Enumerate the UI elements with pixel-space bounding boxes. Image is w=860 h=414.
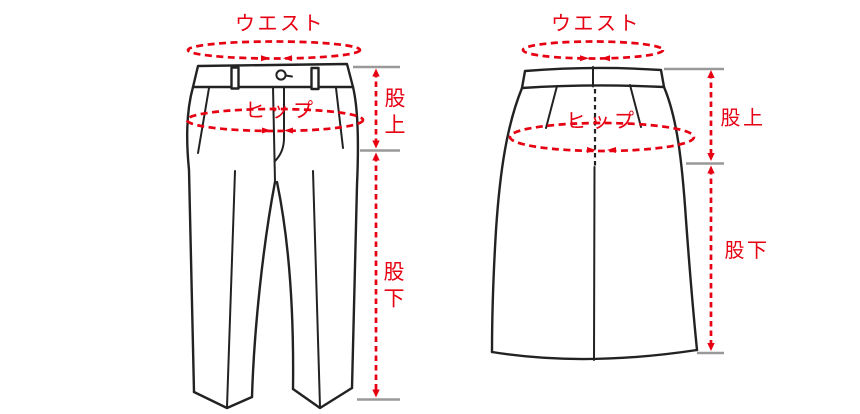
skirt-measure-marks — [508, 40, 724, 355]
skirt-rise-arrow-up-icon — [707, 70, 715, 78]
skirt-waist-label: ウエスト — [551, 13, 641, 35]
pants-hip-arrow-right-icon — [284, 127, 293, 134]
skirt-hip-arrow-left-icon — [587, 147, 596, 153]
pants-waist-measure-ellipse — [186, 40, 362, 60]
pants-rise-arrow-down-icon — [372, 140, 380, 149]
skirt-hip-measure-ellipse — [508, 121, 696, 153]
pants-side-seam-left — [185, 85, 196, 394]
pants-crease-left — [226, 170, 236, 408]
skirt-hip-arrow-right-icon — [607, 147, 616, 153]
skirt-dart-left — [545, 85, 558, 129]
skirt-rise-arrow-down-icon — [707, 153, 715, 161]
pants-inseam-right — [275, 180, 295, 391]
skirt-inseam-arrow-up-icon — [707, 165, 715, 174]
skirt-rise-label: 股上 — [721, 107, 766, 130]
pants-hem-right — [291, 386, 354, 410]
skirt-dart-right — [629, 84, 642, 128]
pants-outline — [185, 62, 360, 410]
skirt-labels: ウエスト ヒップ 股上 股下 — [551, 13, 770, 262]
pants-center-front-seam — [272, 86, 276, 183]
pants-labels: ウエスト ヒップ 股 上 股 下 — [235, 13, 406, 311]
pants-pleat-right — [335, 87, 344, 149]
pants-inseam-arrow-down-icon — [372, 389, 380, 398]
pants-side-seam-right — [350, 85, 360, 390]
skirt-inseam-arrow-down-icon — [707, 343, 715, 351]
skirt-inseam-label: 股下 — [725, 240, 770, 262]
pants-waistband — [191, 62, 355, 89]
skirt-hip-label: ヒップ — [566, 111, 638, 133]
pants-rise-label-char1: 股 — [385, 88, 406, 111]
pants-inseam-left — [250, 180, 277, 399]
skirt-waist-arrow-right-icon — [601, 55, 610, 62]
pants-belt-loop-left — [230, 66, 240, 90]
pants-hem-left — [192, 390, 254, 410]
pants-waist-arrow-left-icon — [261, 55, 270, 62]
pants-waist-arrow-right-icon — [283, 55, 292, 62]
skirt-back-diagram: ウエスト ヒップ 股上 股下 — [490, 13, 770, 361]
pants-button-icon — [275, 69, 287, 81]
pants-inseam-label-char2: 下 — [384, 288, 405, 311]
pants-pleat-left — [197, 87, 210, 154]
skirt-waist-measure-ellipse — [521, 40, 665, 60]
pants-fly-stitch — [274, 86, 285, 162]
pants-inseam-label-char1: 股 — [384, 261, 405, 284]
skirt-hem — [490, 348, 699, 361]
pants-rise-label-char2: 上 — [385, 114, 406, 137]
pants-crease-right — [312, 170, 321, 408]
pants-inseam-arrow-up-icon — [372, 152, 380, 161]
skirt-center-back-seam — [593, 166, 596, 361]
pants-front-diagram: ウエスト ヒップ 股 上 股 下 — [185, 13, 406, 410]
skirt-side-seam-left — [490, 86, 524, 354]
skirt-side-seam-right — [662, 85, 699, 352]
skirt-waist-arrow-left-icon — [580, 55, 589, 62]
pants-measure-marks — [185, 40, 400, 401]
pants-hip-arrow-left-icon — [262, 127, 271, 134]
pants-belt-loop-right — [310, 66, 320, 91]
pants-hip-measure-ellipse — [185, 107, 365, 133]
pants-waist-label: ウエスト — [235, 13, 325, 35]
pants-rise-arrow-up-icon — [372, 68, 380, 77]
skirt-outline — [490, 66, 699, 361]
pants-button-tab — [284, 74, 293, 78]
pants-hip-label: ヒップ — [245, 100, 317, 122]
